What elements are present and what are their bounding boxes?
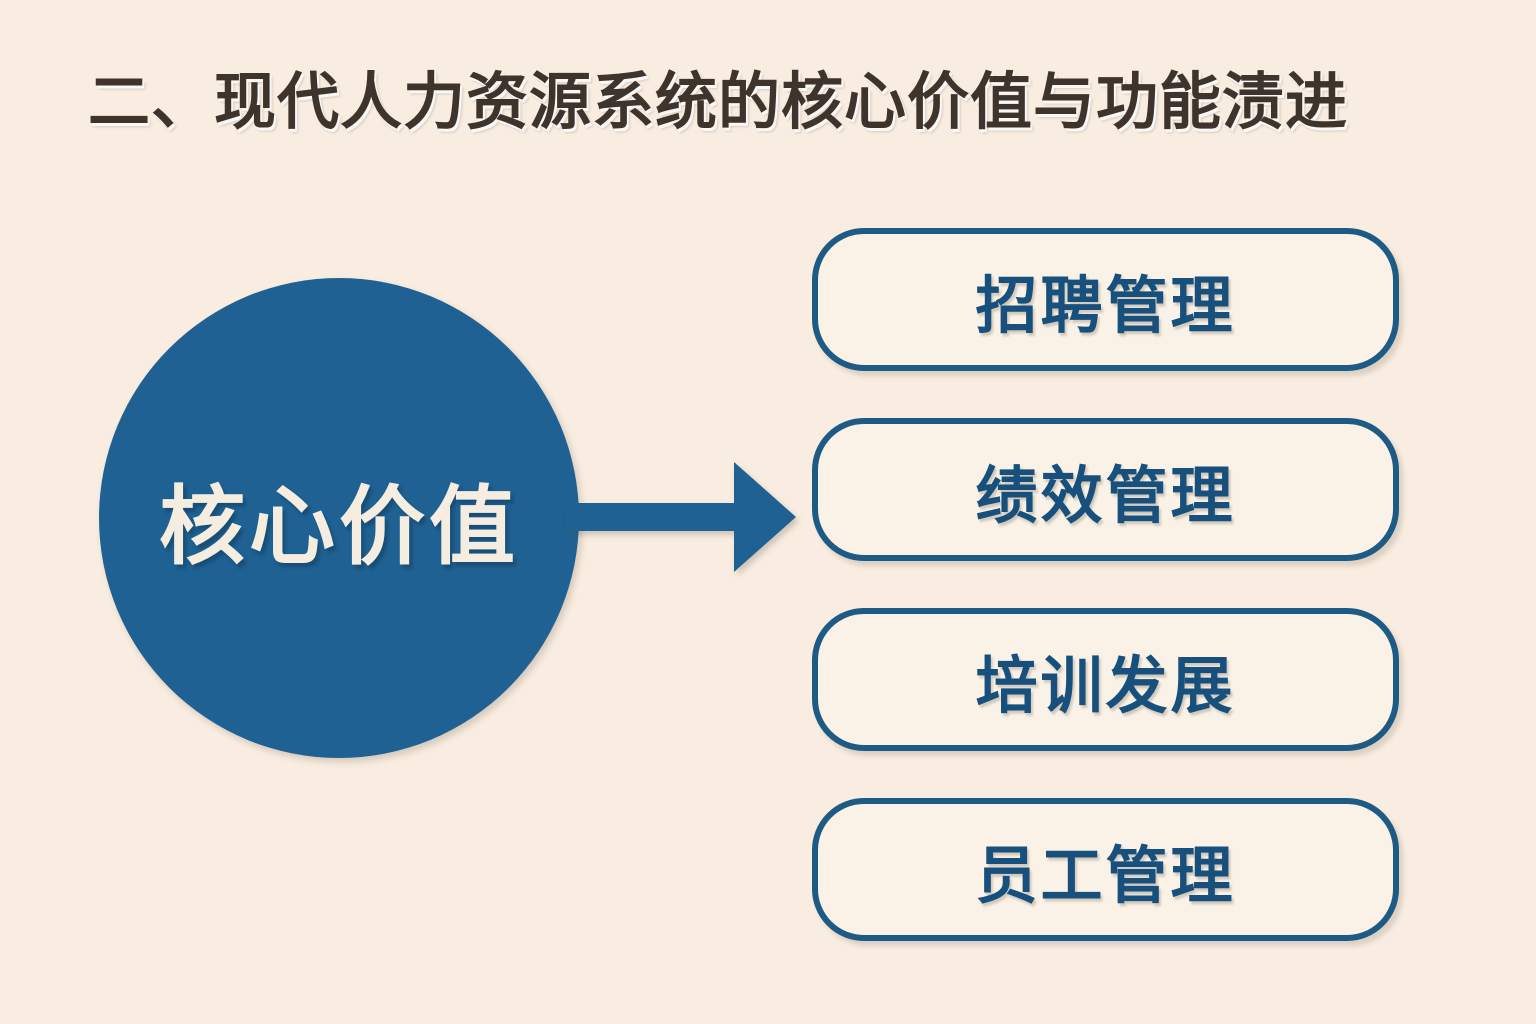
branch-label: 员工管理 (975, 841, 1236, 911)
branch-list: 招聘管理 绩效管理 培训发展 员工管理 (812, 228, 1399, 941)
page-title: 二、现代人力资源系统的核心价值与功能渍进 (88, 68, 1349, 137)
branch-label: 培训发展 (975, 651, 1236, 721)
branch-label: 招聘管理 (975, 271, 1236, 341)
branch-label: 绩效管理 (975, 461, 1236, 531)
branch-item-recruitment[interactable]: 招聘管理 (812, 228, 1399, 371)
branch-item-employee[interactable]: 员工管理 (812, 798, 1399, 941)
branch-item-training[interactable]: 培训发展 (812, 608, 1399, 751)
core-value-label: 核心价值 (159, 478, 519, 575)
arrow-right-icon (566, 462, 796, 572)
branch-item-performance[interactable]: 绩效管理 (812, 418, 1399, 561)
core-value-circle: 核心价值 (99, 278, 579, 758)
